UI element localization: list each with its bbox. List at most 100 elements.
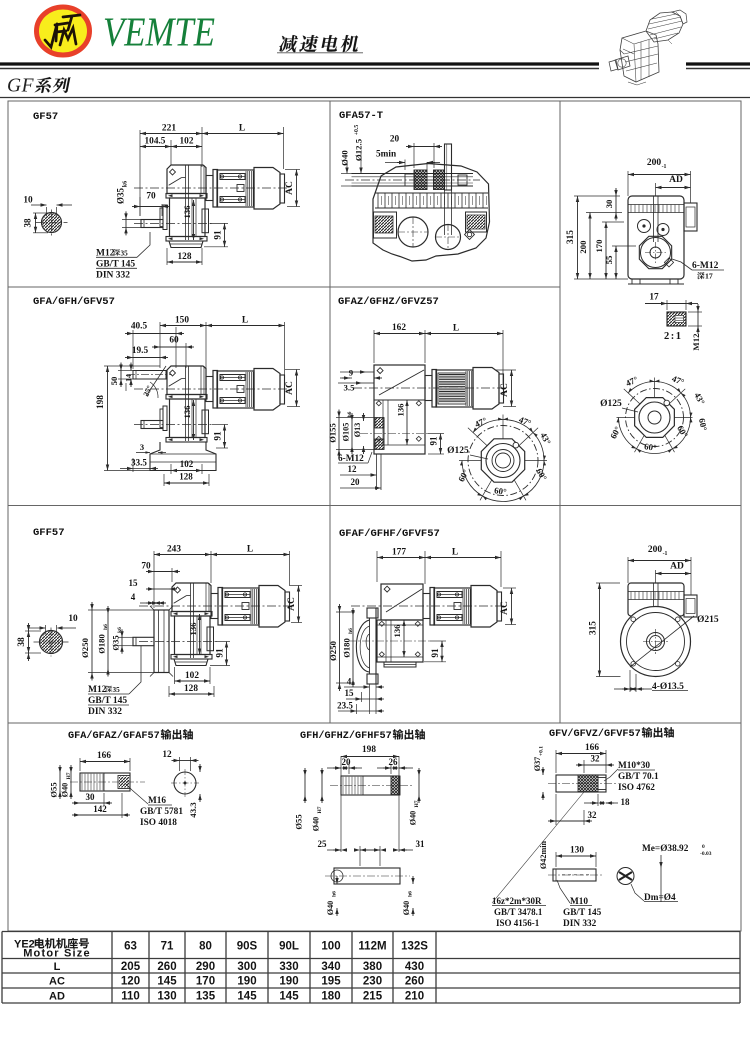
svg-text:60°: 60° bbox=[675, 424, 690, 440]
svg-text:DIN 332: DIN 332 bbox=[96, 271, 130, 281]
svg-text:h6: h6 bbox=[348, 628, 354, 634]
svg-text:M10: M10 bbox=[570, 897, 588, 907]
svg-text:38: 38 bbox=[23, 218, 33, 228]
svg-text:9: 9 bbox=[349, 368, 354, 378]
svg-text:ISO 4156-1: ISO 4156-1 bbox=[496, 918, 540, 928]
svg-text:AC: AC bbox=[500, 601, 510, 615]
svg-text:136: 136 bbox=[396, 403, 406, 417]
svg-text:43.3: 43.3 bbox=[188, 802, 198, 818]
svg-text:17: 17 bbox=[649, 293, 659, 303]
svg-text:162: 162 bbox=[392, 323, 406, 333]
svg-text:200: 200 bbox=[648, 545, 663, 555]
svg-text:Ø35: Ø35 bbox=[116, 188, 126, 205]
svg-text:31: 31 bbox=[416, 839, 426, 849]
svg-text:AD: AD bbox=[670, 562, 684, 572]
svg-text:4: 4 bbox=[131, 592, 136, 602]
svg-text:25: 25 bbox=[318, 839, 328, 849]
svg-text:60: 60 bbox=[169, 336, 179, 346]
svg-text:330: 330 bbox=[279, 961, 298, 973]
svg-text:GB/T 5781: GB/T 5781 bbox=[140, 807, 183, 817]
svg-text:Ø55: Ø55 bbox=[294, 814, 304, 829]
svg-text:104.5: 104.5 bbox=[145, 137, 166, 147]
svg-text:23.5: 23.5 bbox=[337, 701, 353, 711]
svg-text:AC: AC bbox=[49, 976, 65, 988]
svg-text:91: 91 bbox=[216, 648, 226, 658]
svg-text:Me=Ø38.92: Me=Ø38.92 bbox=[642, 844, 689, 854]
svg-text:33.5: 33.5 bbox=[131, 458, 147, 468]
svg-text:30: 30 bbox=[604, 199, 614, 208]
svg-text:198: 198 bbox=[362, 745, 376, 755]
svg-text:170: 170 bbox=[594, 239, 604, 253]
svg-text:GB/T 145: GB/T 145 bbox=[563, 908, 602, 918]
svg-text:47°: 47° bbox=[518, 414, 534, 428]
svg-text:110: 110 bbox=[121, 991, 140, 1003]
svg-text:H7: H7 bbox=[66, 772, 72, 779]
svg-text:GFAF/GFHF/GFVF57: GFAF/GFHF/GFVF57 bbox=[339, 528, 440, 540]
svg-text:60°: 60° bbox=[644, 441, 658, 453]
svg-text:3.5: 3.5 bbox=[344, 383, 356, 393]
svg-text:55: 55 bbox=[604, 255, 614, 264]
svg-text:120: 120 bbox=[121, 976, 140, 988]
svg-text:GF: GF bbox=[7, 76, 35, 97]
svg-text:70: 70 bbox=[141, 562, 151, 572]
svg-text:Ø180: Ø180 bbox=[97, 634, 107, 654]
svg-text:30: 30 bbox=[86, 792, 96, 802]
svg-text:177: 177 bbox=[392, 548, 406, 558]
svg-text:Ø250: Ø250 bbox=[328, 640, 338, 661]
svg-text:290: 290 bbox=[196, 961, 215, 973]
svg-text:Ø180: Ø180 bbox=[342, 638, 352, 658]
svg-text:GFA/GFAZ/GFAF57: GFA/GFAZ/GFAF57 bbox=[68, 730, 160, 742]
svg-text:20: 20 bbox=[390, 135, 400, 145]
svg-text:63: 63 bbox=[124, 941, 137, 953]
svg-text:60°: 60° bbox=[697, 418, 709, 432]
svg-text:2:1: 2:1 bbox=[664, 331, 683, 342]
svg-text:3: 3 bbox=[140, 442, 145, 452]
svg-text:15: 15 bbox=[129, 578, 139, 588]
svg-text:102: 102 bbox=[180, 137, 194, 147]
svg-text:300: 300 bbox=[237, 961, 256, 973]
svg-text:Motor Size: Motor Size bbox=[23, 948, 91, 960]
svg-text:35: 35 bbox=[121, 250, 129, 258]
svg-text:12: 12 bbox=[348, 464, 358, 474]
svg-text:102: 102 bbox=[180, 459, 194, 469]
svg-text:91: 91 bbox=[214, 230, 224, 240]
svg-text:145: 145 bbox=[279, 991, 299, 1003]
svg-text:-1: -1 bbox=[663, 551, 668, 557]
svg-text:198: 198 bbox=[96, 395, 106, 409]
svg-text:135: 135 bbox=[196, 991, 216, 1003]
svg-text:GB/T 3478.1: GB/T 3478.1 bbox=[494, 907, 543, 917]
svg-text:AC: AC bbox=[500, 383, 510, 397]
svg-text:25°: 25° bbox=[141, 384, 154, 398]
svg-text:32: 32 bbox=[591, 754, 601, 764]
svg-text:16z*2m*30R: 16z*2m*30R bbox=[492, 896, 542, 906]
svg-text:210: 210 bbox=[405, 991, 424, 1003]
svg-text:10: 10 bbox=[68, 614, 78, 624]
svg-text:5min: 5min bbox=[376, 150, 397, 160]
svg-text:19.5: 19.5 bbox=[132, 346, 149, 356]
svg-text:4: 4 bbox=[347, 677, 352, 687]
svg-text:GB/T 70.1: GB/T 70.1 bbox=[618, 772, 659, 782]
svg-text:GFV/GFVZ/GFVF57: GFV/GFVZ/GFVF57 bbox=[549, 728, 641, 740]
svg-text:190: 190 bbox=[279, 976, 298, 988]
svg-text:Ø40: Ø40 bbox=[409, 811, 418, 826]
svg-text:128: 128 bbox=[179, 472, 193, 482]
svg-text:170: 170 bbox=[196, 976, 215, 988]
svg-text:205: 205 bbox=[121, 961, 141, 973]
svg-text:35: 35 bbox=[113, 686, 121, 694]
svg-text:380: 380 bbox=[363, 961, 382, 973]
svg-text:H7: H7 bbox=[414, 800, 420, 807]
svg-text:4-Ø13.5: 4-Ø13.5 bbox=[652, 682, 684, 692]
svg-text:260: 260 bbox=[405, 976, 424, 988]
svg-text:17: 17 bbox=[705, 272, 713, 281]
svg-text:145: 145 bbox=[157, 976, 177, 988]
svg-text:166: 166 bbox=[97, 751, 111, 761]
svg-text:20: 20 bbox=[342, 757, 352, 767]
svg-text:Ø40: Ø40 bbox=[61, 783, 70, 798]
svg-text:195: 195 bbox=[321, 976, 341, 988]
svg-text:h6: h6 bbox=[103, 624, 109, 630]
svg-text:100: 100 bbox=[321, 941, 340, 953]
svg-text:6-M12: 6-M12 bbox=[692, 261, 719, 271]
svg-text:M10*30: M10*30 bbox=[618, 761, 650, 771]
svg-text:90S: 90S bbox=[237, 941, 258, 953]
svg-text:AC: AC bbox=[287, 597, 297, 611]
